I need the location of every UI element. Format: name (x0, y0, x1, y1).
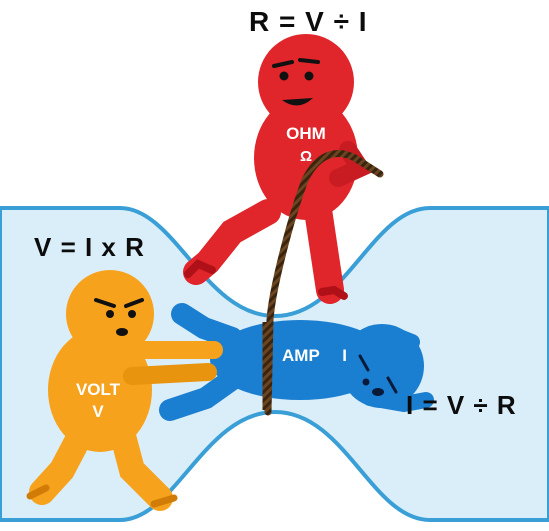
voltage-formula: V = I x R (34, 232, 145, 262)
ohm-symbol: Ω (299, 148, 313, 165)
volt-arm-lower (123, 363, 217, 385)
amp-symbol: I (342, 346, 347, 365)
current-formula: I = V ÷ R (406, 390, 517, 420)
ohm-front-leg (304, 196, 344, 304)
ohm-label: OHM Ω (270, 124, 342, 165)
volt-label: VOLT V (62, 380, 134, 422)
volt-name: VOLT (75, 380, 121, 399)
volt-front-leg (109, 419, 173, 511)
ohm-name: OHM (286, 124, 326, 143)
amp-arm-lower (362, 390, 434, 413)
amp-character (159, 303, 434, 421)
rope (264, 149, 384, 416)
amp-leg-lower (159, 367, 245, 421)
amp-label: AMP I (282, 346, 347, 366)
volt-torso (48, 328, 152, 452)
volt-symbol: V (92, 402, 104, 421)
volt-character (26, 270, 223, 511)
ohm-back-leg (183, 199, 281, 285)
ohm-head (258, 34, 354, 130)
ohm-character (183, 34, 374, 304)
amp-name: AMP (282, 346, 320, 365)
resistance-formula: R = V ÷ I (249, 6, 368, 37)
amp-arm (384, 326, 420, 350)
volt-back-leg (29, 419, 95, 505)
ohm-torso (254, 96, 358, 220)
amp-leg-upper (171, 303, 243, 349)
